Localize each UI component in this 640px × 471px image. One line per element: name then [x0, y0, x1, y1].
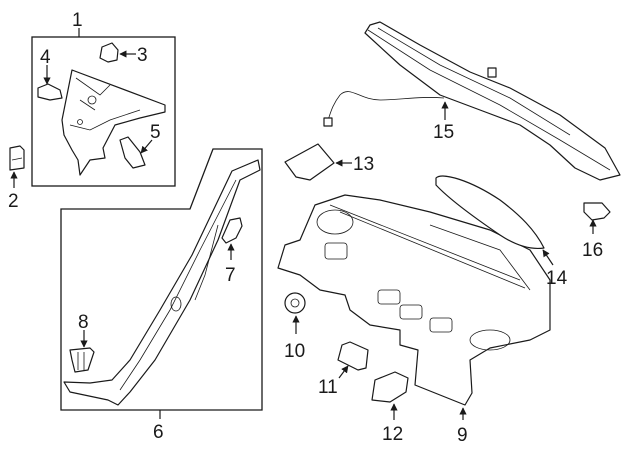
part-10-grommet[interactable] — [284, 292, 306, 314]
callout-3: 3 — [137, 45, 148, 66]
group-box-6 — [60, 148, 263, 411]
leader-5 — [140, 139, 153, 154]
callout-12: 12 — [382, 424, 403, 445]
callout-9: 9 — [457, 425, 468, 446]
part-5-bracket[interactable] — [119, 136, 146, 169]
part-2-bracket[interactable] — [9, 145, 25, 171]
part-1-quarter-panel[interactable] — [61, 69, 166, 176]
leader-14 — [542, 249, 554, 266]
part-7-bracket[interactable] — [221, 217, 243, 244]
callout-4: 4 — [40, 47, 51, 68]
callout-7: 7 — [225, 265, 236, 286]
part-3-bracket[interactable] — [99, 42, 119, 63]
callout-15: 15 — [433, 122, 454, 143]
part-6-pillar[interactable] — [63, 159, 261, 406]
callout-11: 11 — [318, 377, 338, 398]
part-12-cover[interactable] — [371, 371, 409, 403]
part-8-bracket[interactable] — [69, 347, 95, 373]
callout-8: 8 — [78, 312, 89, 333]
callout-10: 10 — [284, 341, 305, 362]
callout-6: 6 — [153, 422, 164, 443]
part-15-reinforcement[interactable] — [323, 21, 621, 181]
callout-5: 5 — [150, 122, 161, 143]
part-4-bracket[interactable] — [37, 83, 63, 101]
callout-14: 14 — [546, 268, 568, 289]
part-11-cover[interactable] — [337, 341, 369, 371]
callout-2: 2 — [8, 191, 19, 212]
group-box-1 — [31, 36, 176, 187]
leader-11 — [338, 365, 349, 379]
part-16-clip[interactable] — [583, 202, 611, 221]
callout-1: 1 — [72, 10, 83, 31]
callout-13: 13 — [353, 154, 374, 175]
part-13-bracket[interactable] — [284, 143, 335, 181]
callout-16: 16 — [582, 240, 603, 261]
part-14-trim-strip[interactable] — [435, 175, 545, 250]
